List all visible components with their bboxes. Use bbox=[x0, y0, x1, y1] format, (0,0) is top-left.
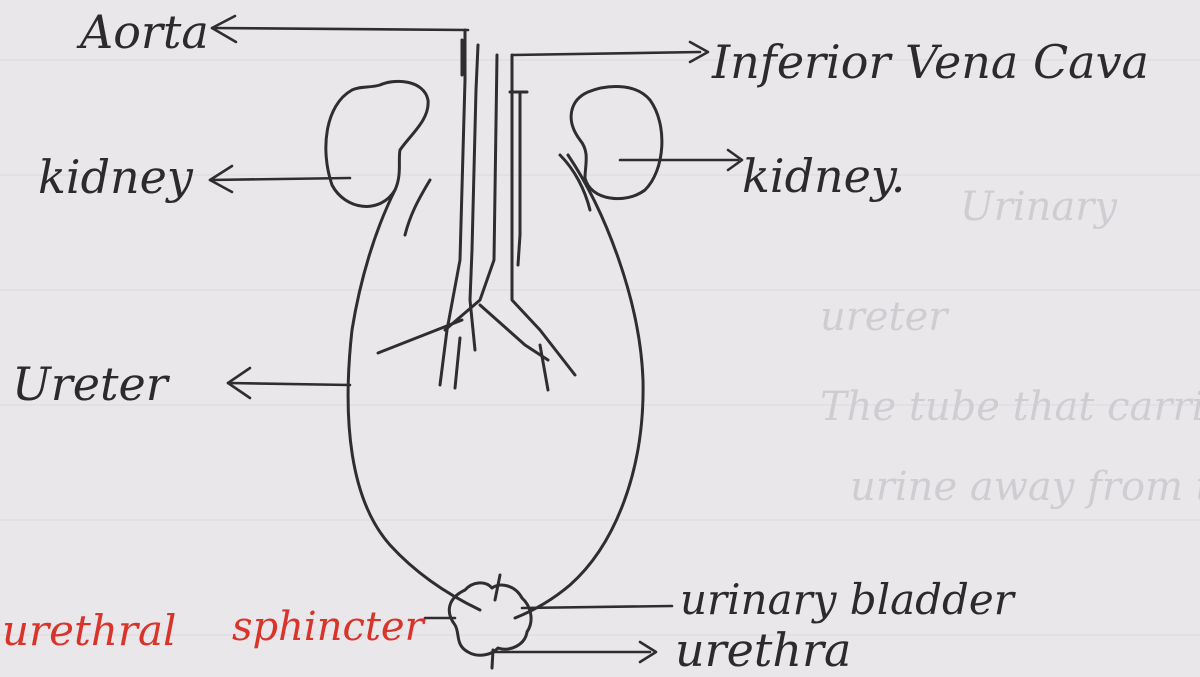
label-inferior-vena-cava: Inferior Vena Cava bbox=[711, 35, 1149, 89]
svg-text:The tube that carries: The tube that carries bbox=[820, 384, 1200, 430]
label-kidney-right: kidney. bbox=[742, 149, 905, 203]
svg-text:urine away from the: urine away from the bbox=[850, 464, 1200, 510]
ghost-text: Urinary ureter The tube that carries uri… bbox=[820, 184, 1200, 510]
label-aorta: Aorta bbox=[76, 5, 209, 59]
label-urinary-bladder: urinary bladder bbox=[680, 575, 1017, 624]
aorta-vessel bbox=[440, 30, 478, 385]
label-kidney-left: kidney bbox=[38, 150, 194, 204]
label-urethral: urethral bbox=[2, 606, 176, 655]
svg-text:ureter: ureter bbox=[820, 294, 950, 340]
label-sphincter: sphincter bbox=[232, 604, 427, 650]
left-kidney bbox=[326, 81, 428, 206]
urethral-sphincter-shape bbox=[449, 575, 531, 668]
svg-text:Urinary: Urinary bbox=[960, 184, 1118, 230]
label-ureter: Ureter bbox=[12, 357, 171, 411]
label-urethra: urethra bbox=[675, 623, 851, 677]
renal-vessels bbox=[378, 305, 548, 388]
